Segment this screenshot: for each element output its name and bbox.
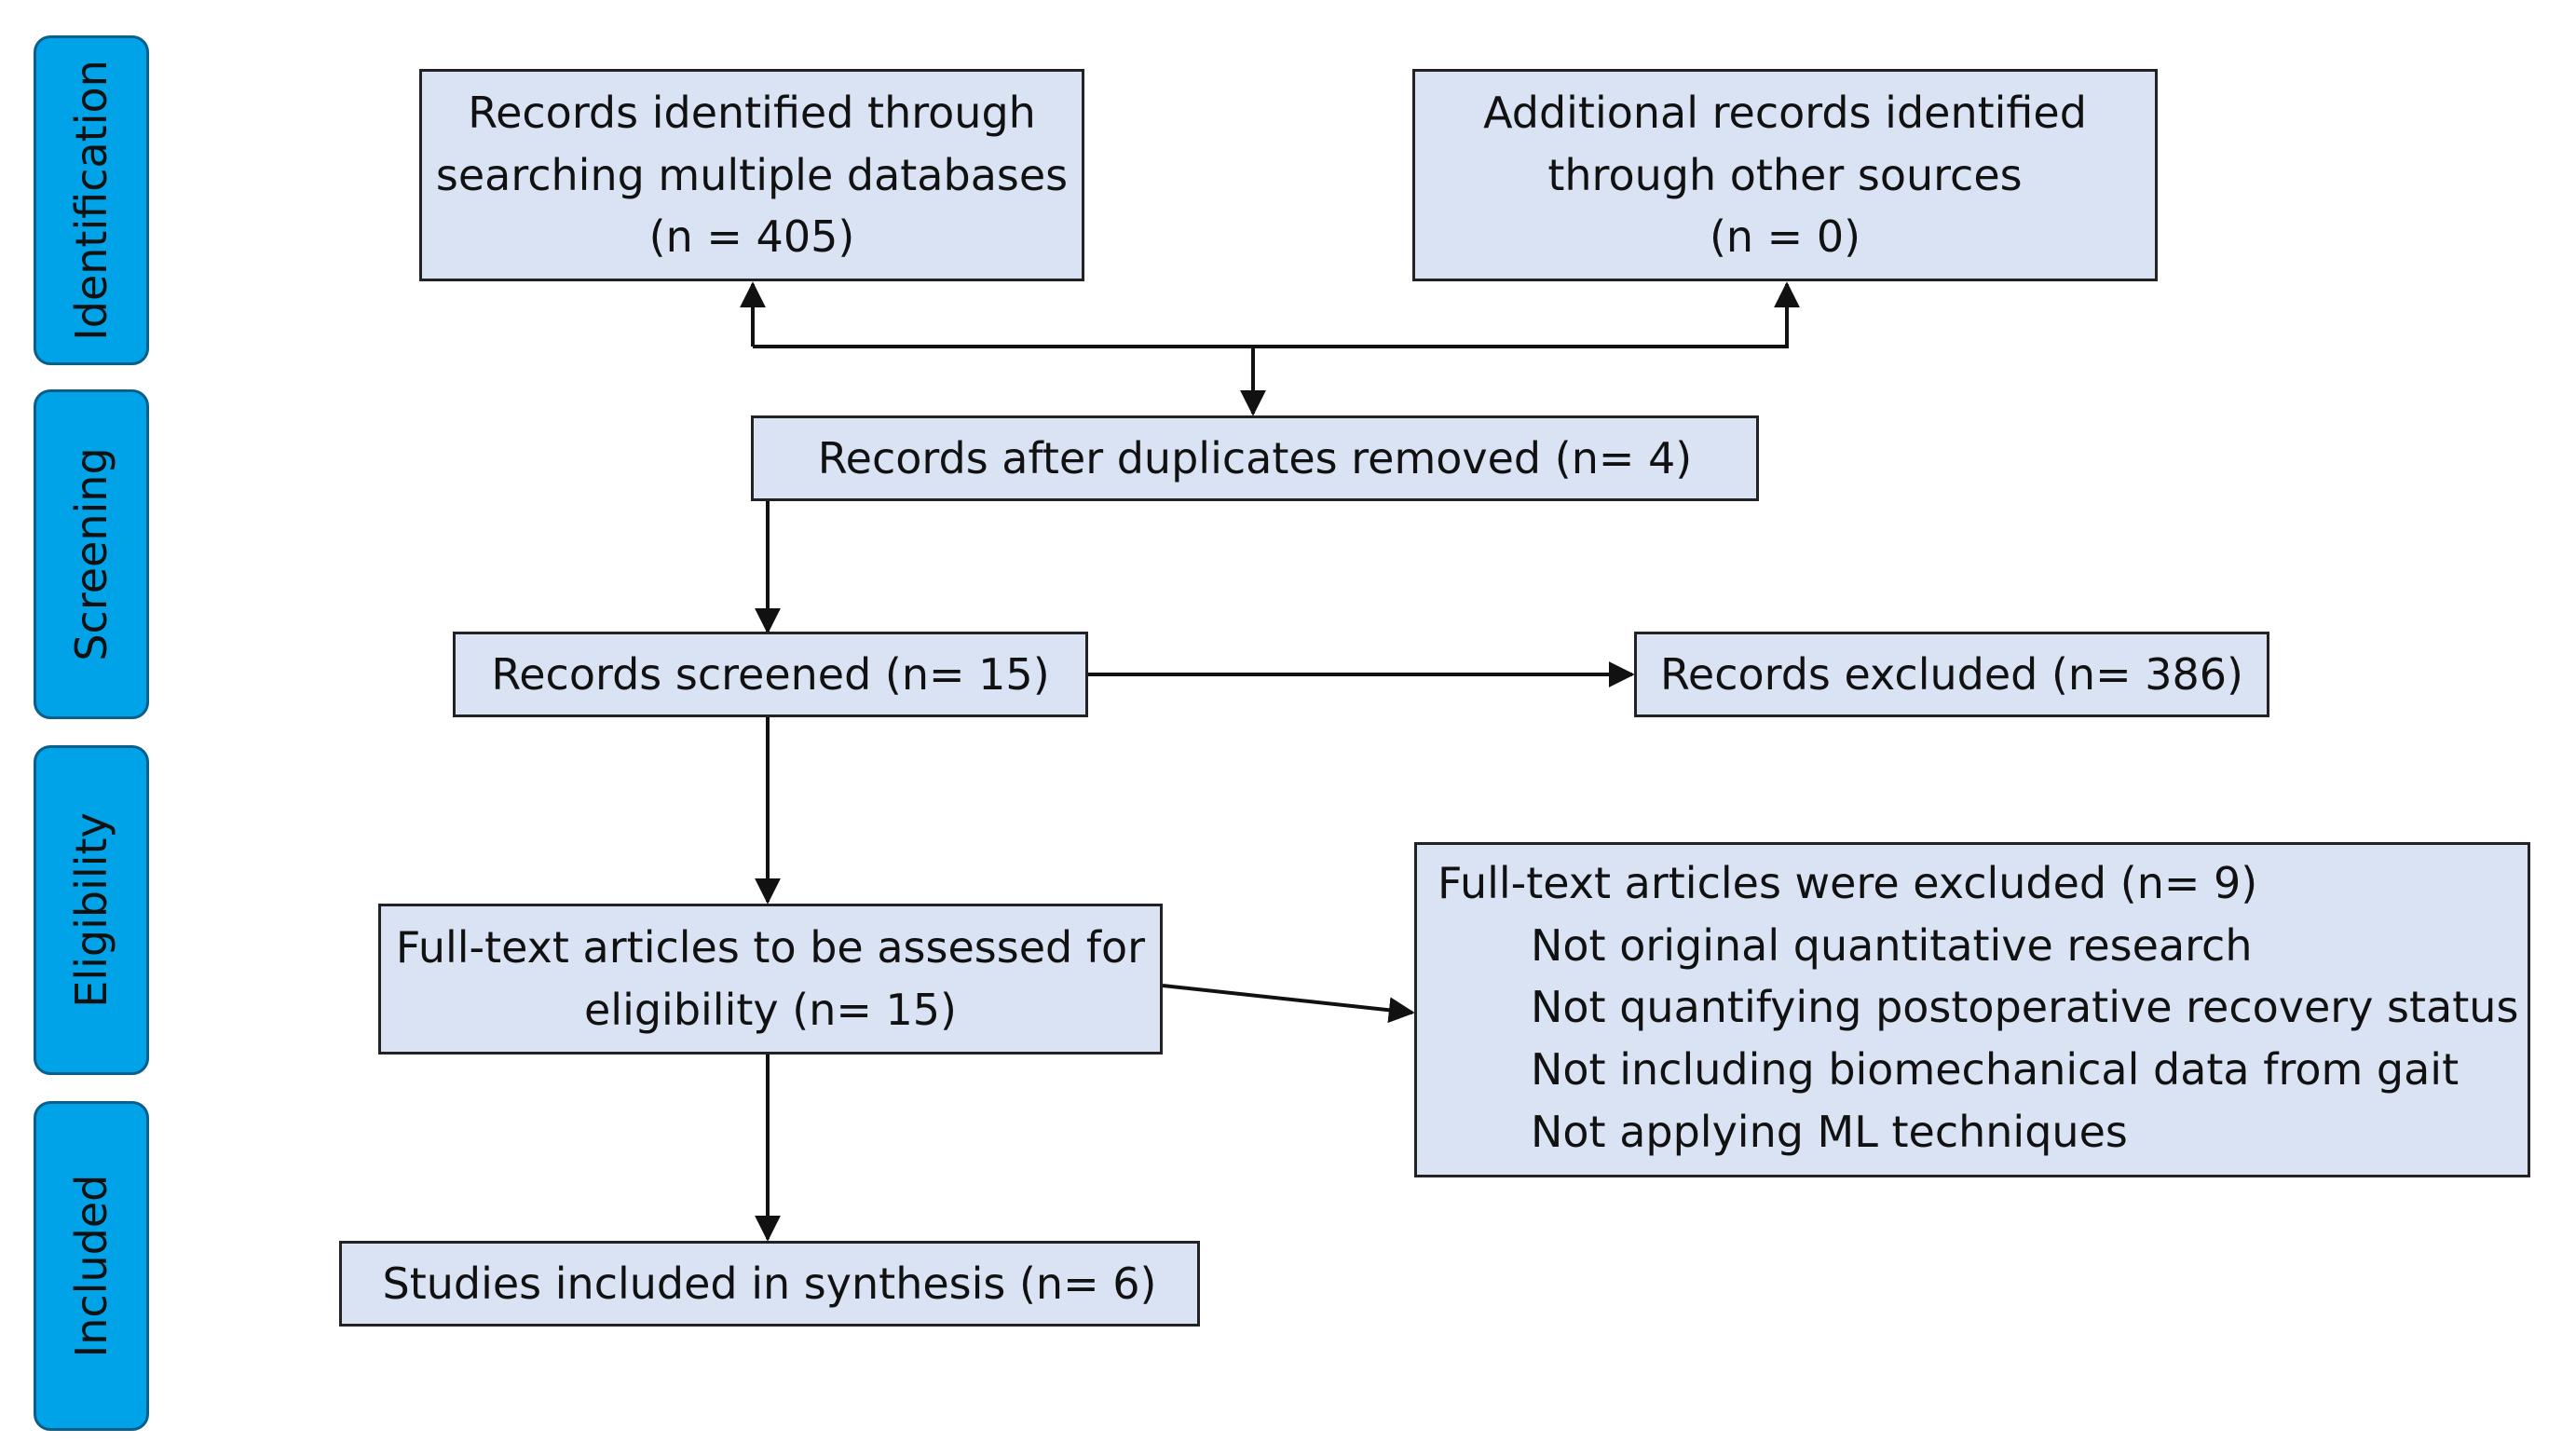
box-line: (n = 0) xyxy=(1709,211,1861,263)
phase-included: Included xyxy=(34,1101,149,1431)
box-records-screened: Records screened (n= 15) xyxy=(453,632,1088,717)
phase-included-label: Included xyxy=(66,1174,116,1358)
fulltext-to-excluded-arrow xyxy=(1162,984,1415,1024)
box-line: Records identified through xyxy=(468,87,1036,138)
box-line: Records screened (n= 15) xyxy=(491,648,1050,700)
exclusion-reason: Not original quantitative research xyxy=(1531,919,2253,971)
phase-screening-label: Screening xyxy=(66,447,116,661)
box-fulltext-excluded: Full-text articles were excluded (n= 9) … xyxy=(1414,842,2530,1177)
exclusion-reason: Not quantifying postoperative recovery s… xyxy=(1531,982,2519,1033)
box-line: through other sources xyxy=(1547,149,2023,200)
box-line: Additional records identified xyxy=(1483,87,2087,138)
box-records-databases: Records identified through searching mul… xyxy=(419,69,1084,281)
phase-identification: Identification xyxy=(34,35,149,365)
box-line: Studies included in synthesis (n= 6) xyxy=(382,1258,1157,1309)
box-line: searching multiple databases xyxy=(435,149,1069,200)
box-fulltext-assessed: Full-text articles to be assessed for el… xyxy=(378,904,1163,1055)
exclusion-reason: Not including biomechanical data from ga… xyxy=(1531,1044,2460,1095)
phase-eligibility-label: Eligibility xyxy=(66,812,116,1008)
phase-identification-label: Identification xyxy=(66,60,116,341)
box-line: Full-text articles to be assessed for xyxy=(395,922,1146,973)
box-line: eligibility (n= 15) xyxy=(583,985,957,1035)
box-records-other-sources: Additional records identified through ot… xyxy=(1412,69,2158,281)
exclusion-reason: Not applying ML techniques xyxy=(1531,1106,2128,1157)
identification-bracket xyxy=(751,284,1787,348)
box-records-excluded: Records excluded (n= 386) xyxy=(1634,632,2269,717)
box-studies-included: Studies included in synthesis (n= 6) xyxy=(339,1241,1200,1327)
phase-screening: Screening xyxy=(34,389,149,719)
box-line: Records excluded (n= 386) xyxy=(1660,648,2243,700)
box-line: Records after duplicates removed (n= 4) xyxy=(817,432,1693,483)
box-duplicates-removed: Records after duplicates removed (n= 4) xyxy=(751,415,1759,501)
phase-eligibility: Eligibility xyxy=(34,745,149,1075)
excluded-heading: Full-text articles were excluded (n= 9) xyxy=(1438,858,2258,908)
box-line: (n = 405) xyxy=(648,211,855,263)
